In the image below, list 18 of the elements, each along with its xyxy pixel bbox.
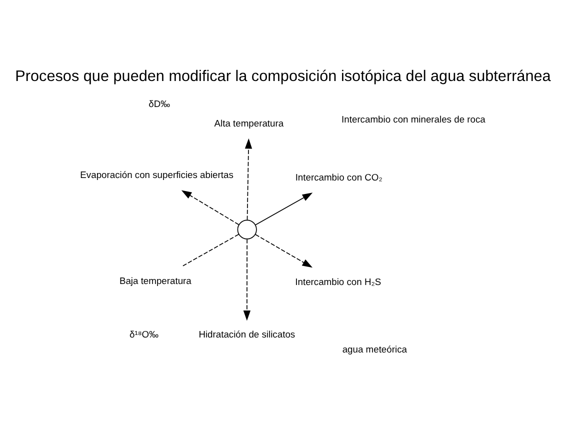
arrow <box>181 190 240 226</box>
label: δD‰ <box>148 99 170 110</box>
label: agua meteórica <box>342 344 407 355</box>
diagram-title: Procesos que pueden modificar la composición isotópica del agua subterránea <box>15 68 551 86</box>
node-text: Intercambio con CO₂ <box>295 172 382 182</box>
node-text: Intercambio con H₂S <box>295 276 382 287</box>
label: Intercambio con minerales de roca <box>342 114 486 124</box>
connector <box>182 234 240 266</box>
arrow <box>244 138 252 220</box>
arrow <box>255 192 313 226</box>
node-text: Hidratación de silicatos <box>198 329 296 340</box>
node-text: Evaporación con superficies abiertas <box>80 170 234 180</box>
node-circle <box>237 220 257 240</box>
arrow <box>255 234 313 268</box>
arrow <box>243 238 251 321</box>
node-text: Baja temperatura <box>119 276 192 286</box>
label: δ¹⁸O‰ <box>130 329 158 340</box>
node-text: Alta temperatura <box>214 118 284 129</box>
